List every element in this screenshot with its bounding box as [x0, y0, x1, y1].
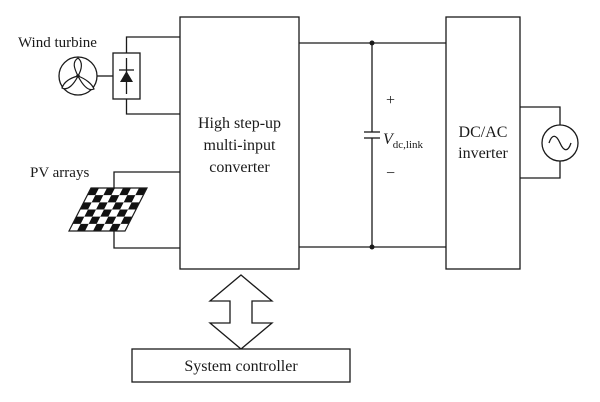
pv-cell [116, 209, 128, 217]
pv-cell [88, 216, 101, 224]
converter-label-line3: converter [209, 159, 270, 176]
dc-link-voltage-label: Vdc,link [383, 131, 424, 151]
pv-cell [96, 202, 108, 210]
wind-turbine-label: Wind turbine [18, 35, 97, 51]
pv-arrays-label: PV arrays [30, 165, 89, 181]
rectifier-icon [112, 52, 141, 100]
inverter-label-line1: DC/AC [459, 124, 508, 141]
pv-cell [77, 223, 89, 231]
dc-link-capacitor-icon [364, 43, 380, 247]
wind-turbine-source: Wind turbine [18, 35, 180, 115]
control-signal-arrow [208, 274, 274, 350]
ac-grid [520, 106, 579, 179]
inverter-label-line2: inverter [458, 145, 508, 162]
pv-cell [104, 216, 117, 224]
pv-cell [109, 223, 121, 231]
pv-array-icon [68, 187, 148, 232]
inverter-block: DC/AC inverter [445, 16, 521, 270]
dc-link-voltage-symbol: V [383, 131, 395, 148]
dc-link-voltage-subscript: dc,link [393, 139, 424, 151]
pv-arrays-source: PV arrays [30, 165, 180, 249]
pv-cell [93, 223, 105, 231]
pv-cell [119, 188, 131, 196]
pv-cell [112, 202, 124, 210]
pv-cell [100, 209, 112, 217]
wind-turbine-icon [58, 56, 98, 96]
converter-label-line1: High step-up [198, 115, 281, 132]
ac-source-icon [541, 124, 579, 162]
pv-cell [103, 188, 115, 196]
pv-cell [84, 209, 96, 217]
converter-label-line2: multi-input [204, 137, 277, 154]
dc-link-minus: − [386, 165, 395, 182]
dc-link-plus: + [386, 92, 395, 109]
pv-cell [107, 195, 120, 203]
converter-block: High step-up multi-input converter [179, 16, 300, 270]
pv-cell [123, 195, 136, 203]
pv-cell [91, 195, 104, 203]
system-controller-label: System controller [184, 358, 298, 375]
system-controller-block: System controller [131, 348, 351, 383]
